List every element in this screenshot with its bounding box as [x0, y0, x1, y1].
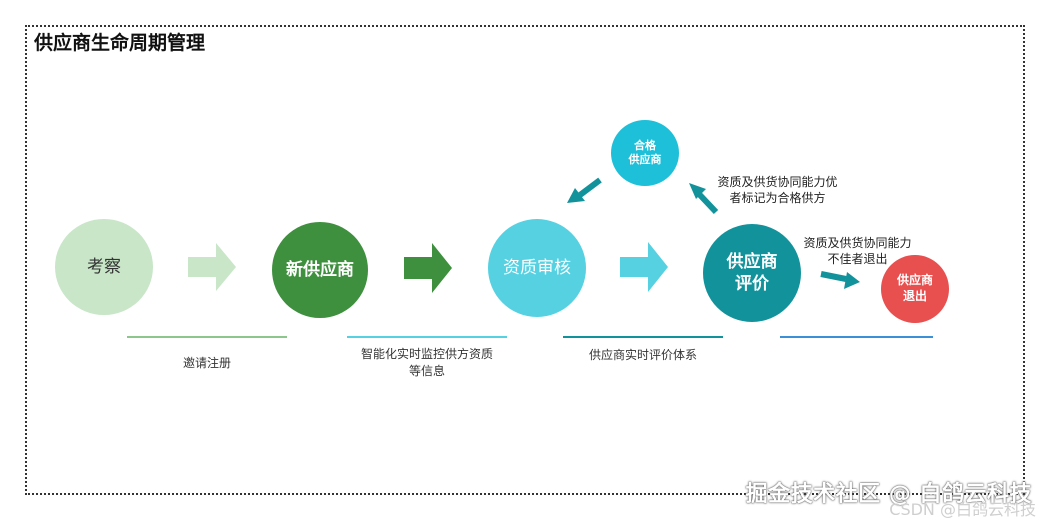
stage1-underline: [127, 336, 287, 338]
stage2-underline: [347, 336, 507, 338]
node-audit: 资质审核: [488, 219, 586, 317]
arrow-new-to-audit: [404, 243, 452, 293]
annotation-exit: 资质及供货协同能力 不佳者退出: [803, 236, 912, 267]
watermark-juejin: 掘金技术社区 @ 白鸽云科技: [745, 482, 1032, 507]
caption-stage1: 邀请注册: [182, 356, 231, 370]
caption-stage3: 供应商实时评价体系: [588, 348, 697, 362]
arrow-audit-to-eval: [620, 242, 668, 292]
stage3-underline: [563, 336, 723, 338]
arrow-eval-to-qualified: [689, 183, 719, 215]
node-evaluation: 供应商 评价: [703, 224, 801, 322]
stage4-underline: [780, 336, 933, 338]
node-supplier-exit: 供应商 退出: [881, 255, 949, 323]
caption-stage2: 智能化实时监控供方资质 等信息: [360, 347, 493, 379]
arrow-eval-to-exit: [820, 271, 860, 289]
diagram-title: 供应商生命周期管理: [34, 32, 206, 54]
node-qualified-supplier: 合格 供应商: [611, 120, 679, 186]
node-new-supplier: 新供应商: [272, 222, 368, 318]
arrow-qualified-to-audit: [567, 177, 602, 203]
node-kaocha: 考察: [55, 219, 153, 315]
diagram-frame: [25, 25, 1025, 495]
annotation-qualify: 资质及供货协同能力优 者标记为合格供方: [717, 175, 838, 206]
arrow-kaocha-to-new: [188, 243, 236, 291]
watermark-csdn: CSDN @白鸽云科技: [889, 500, 1036, 519]
